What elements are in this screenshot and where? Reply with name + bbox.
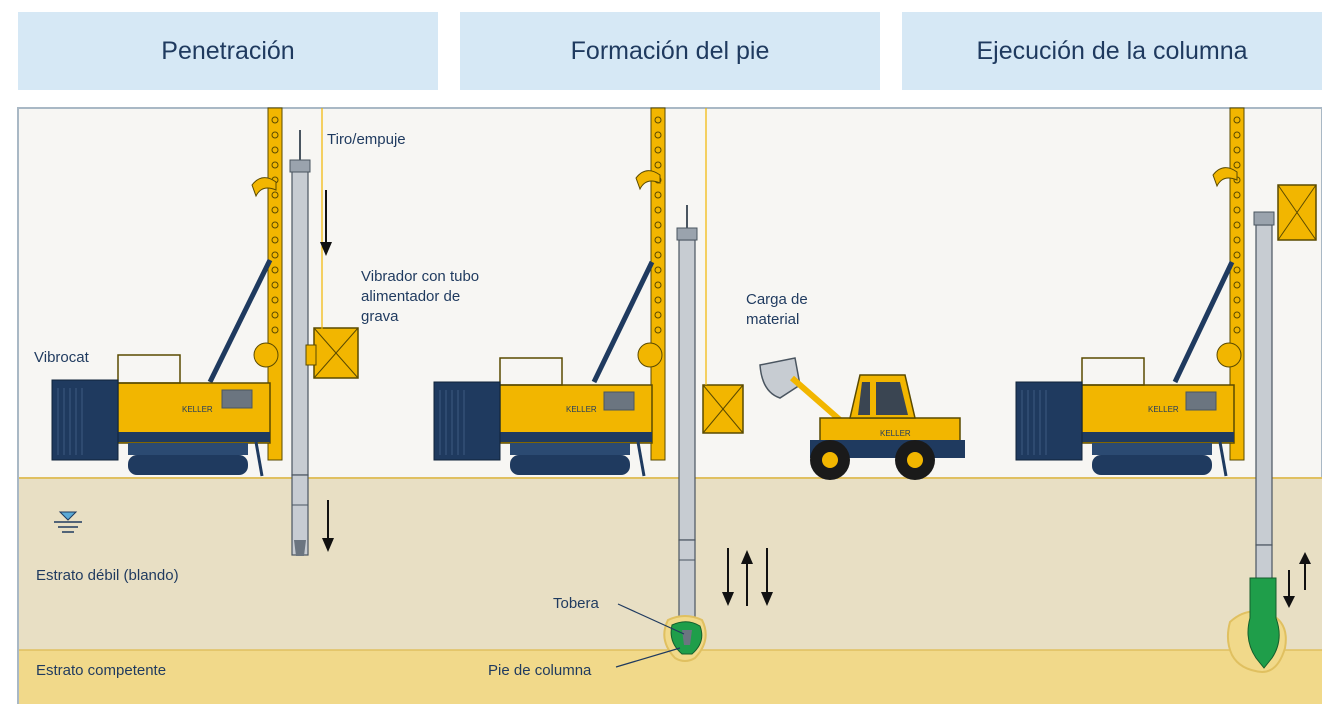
- down-arrow-icon: [320, 190, 332, 256]
- svg-text:KELLER: KELLER: [880, 429, 911, 438]
- vibrador-label-line3: grava: [361, 308, 399, 325]
- competent-soil-layer: [19, 650, 1322, 704]
- estrato-debil-label: Estrato débil (blando): [36, 567, 179, 584]
- tiro-empuje-label: Tiro/empuje: [327, 131, 406, 148]
- vibrocat-rig-3: KELLER: [1015, 107, 1317, 674]
- up-arrow-icon: [741, 550, 753, 606]
- header-formacion-pie-label: Formación del pie: [570, 36, 770, 65]
- wheel-loader: KELLER: [759, 357, 965, 480]
- pie-leader-line: [615, 647, 681, 668]
- carga-label-line2: material: [746, 311, 800, 328]
- down-arrow-icon: [1283, 570, 1295, 608]
- down-arrow-icon: [722, 548, 734, 606]
- header-ejecucion-columna: Ejecución de la columna: [902, 12, 1322, 90]
- down-arrow-icon: [322, 500, 334, 552]
- tobera-label: Tobera: [553, 595, 599, 612]
- down-arrow-icon: [761, 548, 773, 606]
- header-formacion-pie: Formación del pie: [460, 12, 880, 90]
- svg-text:KELLER: KELLER: [1148, 405, 1179, 414]
- header-penetracion: Penetración: [18, 12, 438, 90]
- water-table-icon: [54, 511, 82, 533]
- svg-text:KELLER: KELLER: [566, 405, 597, 414]
- vibrocat-label: Vibrocat: [34, 349, 89, 366]
- carga-label-line1: Carga de: [746, 291, 808, 308]
- up-arrow-icon: [1299, 552, 1311, 590]
- tobera-leader-line: [617, 603, 685, 635]
- vibrocat-rig-1: KELLER: [51, 107, 359, 556]
- vibrador-label-line2: alimentador de: [361, 288, 461, 305]
- svg-text:KELLER: KELLER: [182, 405, 213, 414]
- header-ejecucion-columna-label: Ejecución de la columna: [976, 36, 1248, 65]
- pie-columna-label: Pie de columna: [488, 662, 592, 679]
- vibrador-label-line1: Vibrador con tubo: [361, 268, 480, 285]
- header-penetracion-label: Penetración: [161, 36, 295, 65]
- vibrocat-rig-2: KELLER: [433, 107, 744, 662]
- estrato-competente-label: Estrato competente: [36, 662, 167, 679]
